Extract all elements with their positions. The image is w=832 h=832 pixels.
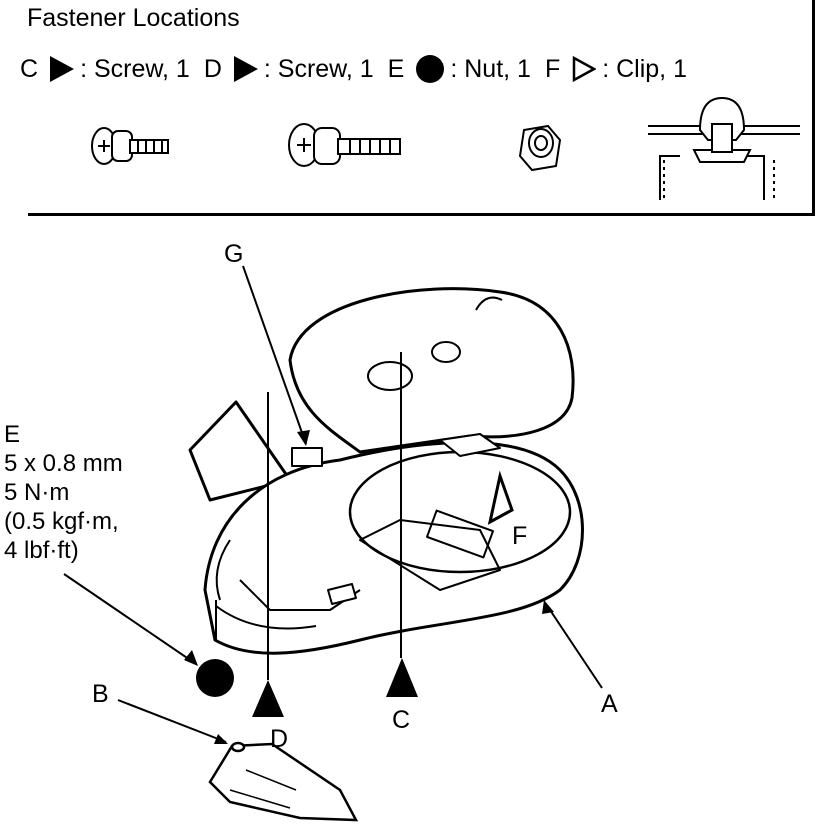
callout-c: C bbox=[392, 706, 411, 734]
clip-f-icon bbox=[648, 96, 800, 200]
filled-triangle-icon bbox=[233, 56, 258, 82]
filled-triangle-icon bbox=[50, 56, 75, 82]
callout-f: F bbox=[512, 522, 528, 550]
legend-label: : Screw, 1 bbox=[80, 54, 190, 83]
nut-e-icon bbox=[518, 124, 562, 172]
lens-b bbox=[208, 741, 359, 822]
callout-g: G bbox=[224, 240, 244, 268]
screw-d-marker bbox=[252, 680, 284, 717]
legend-label: : Nut, 1 bbox=[450, 54, 531, 83]
open-triangle-icon bbox=[572, 56, 597, 82]
legend-label: : Clip, 1 bbox=[602, 54, 687, 83]
nut-spec-label: E 5 x 0.8 mm 5 N·m (0.5 kgf·m, 4 lbf·ft) bbox=[4, 420, 123, 565]
legend-box-border bbox=[28, 213, 815, 216]
spec-kgf: (0.5 kgf·m, bbox=[4, 508, 119, 535]
fastener-markers bbox=[196, 470, 514, 717]
legend-label: : Screw, 1 bbox=[263, 54, 374, 83]
spec-letter: E bbox=[4, 421, 21, 448]
legend-item-d: D : Screw, 1 bbox=[204, 55, 374, 84]
legend-letter: E bbox=[387, 54, 405, 83]
legend-box-border bbox=[812, 0, 815, 216]
legend-item-e: E : Nut, 1 bbox=[388, 55, 531, 84]
arrowheads bbox=[184, 430, 554, 744]
overhead-console-housing bbox=[188, 287, 584, 655]
clip-f-marker bbox=[487, 470, 514, 525]
legend-letter: D bbox=[203, 54, 222, 83]
fastener-legend: C : Screw, 1 D : Screw, 1 E : Nut, 1 F :… bbox=[20, 52, 701, 86]
screw-c-icon bbox=[91, 127, 169, 165]
spec-size: 5 x 0.8 mm bbox=[4, 450, 123, 477]
leader-lines bbox=[63, 265, 603, 743]
legend-item-f: F : Clip, 1 bbox=[545, 55, 687, 84]
legend-letter: C bbox=[20, 54, 39, 83]
nut-e-marker bbox=[196, 659, 234, 697]
callout-b: B bbox=[92, 680, 109, 708]
spec-torque: 5 N·m bbox=[4, 479, 70, 506]
legend-item-c: C : Screw, 1 bbox=[20, 55, 190, 84]
legend-letter: F bbox=[544, 54, 561, 83]
filled-circle-icon bbox=[416, 55, 445, 83]
screw-c-marker bbox=[386, 658, 418, 697]
callout-d: D bbox=[270, 725, 289, 753]
page-title: Fastener Locations bbox=[27, 4, 240, 32]
callout-a: A bbox=[601, 690, 618, 718]
screw-d-icon bbox=[288, 123, 401, 167]
spec-lbf: 4 lbf·ft) bbox=[4, 537, 79, 564]
